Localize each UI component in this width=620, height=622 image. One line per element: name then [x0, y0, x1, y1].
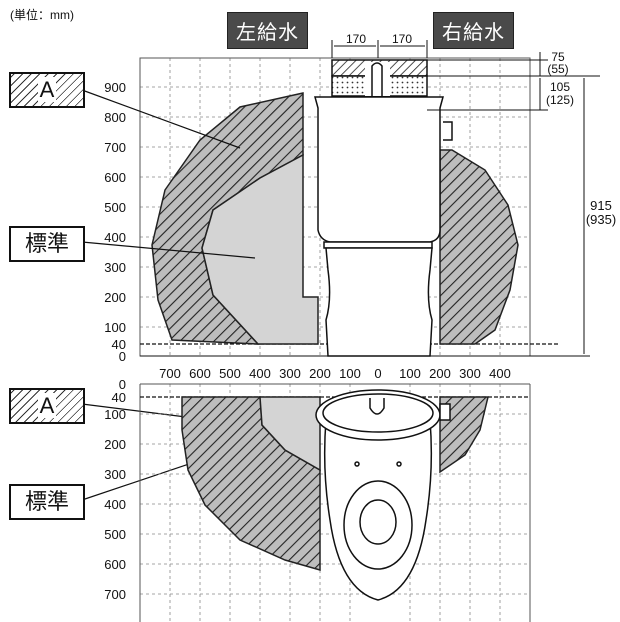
bottom-x-tick: 300: [459, 366, 481, 381]
bottom-y-tick: 400: [104, 497, 126, 512]
bottom-y-tick: 700: [104, 587, 126, 602]
top-y-tick: 700: [104, 140, 126, 155]
dim-mid: 105: [549, 80, 571, 94]
callout-a-top: A: [9, 72, 85, 108]
bottom-y-tick: 0: [118, 377, 126, 392]
top-y-tick: 900: [104, 80, 126, 95]
top-dimensions: [331, 40, 600, 354]
top-y-tick: 600: [104, 170, 126, 185]
bottom-x-tick: 100: [399, 366, 421, 381]
bottom-y-tick: 100: [104, 407, 126, 422]
bottom-x-tick: 500: [219, 366, 241, 381]
right-supply-label: 右給水: [433, 12, 514, 49]
width-right-label: 170: [391, 32, 413, 46]
dim-total-alt: (935): [585, 212, 617, 227]
bottom-x-tick: 700: [159, 366, 181, 381]
bottom-x-tick: 300: [279, 366, 301, 381]
toilet-bottom: [315, 389, 451, 601]
top-y-tick: 40: [111, 337, 126, 352]
standard-area-left: [201, 153, 319, 345]
top-y-tick: 500: [104, 200, 126, 215]
top-y-tick: 800: [104, 110, 126, 125]
callout-standard-bottom: 標準: [9, 484, 85, 520]
bottom-x-tick: 600: [189, 366, 211, 381]
bottom-x-tick: 200: [429, 366, 451, 381]
callout-standard-top: 標準: [9, 226, 85, 262]
bottom-y-tick: 600: [104, 557, 126, 572]
top-y-tick: 100: [104, 320, 126, 335]
bottom-x-tick: 400: [489, 366, 511, 381]
top-y-tick: 300: [104, 260, 126, 275]
dim-total: 915: [590, 198, 612, 213]
width-left-label: 170: [345, 32, 367, 46]
callout-a-bottom: A: [9, 388, 85, 424]
bottom-x-tick: 100: [339, 366, 361, 381]
dim-top: 75: [551, 50, 565, 64]
standard-area-bottom: [259, 396, 321, 472]
bottom-x-tick: 200: [309, 366, 331, 381]
dim-mid-alt: (125): [545, 93, 574, 107]
top-y-tick: 0: [118, 349, 126, 364]
dim-top-alt: (55): [547, 62, 569, 76]
bottom-y-tick: 500: [104, 527, 126, 542]
unit-label: (単位：mm): [10, 8, 74, 22]
bottom-x-tick: 400: [249, 366, 271, 381]
top-y-tick: 200: [104, 290, 126, 305]
bottom-y-tick: 40: [111, 390, 126, 405]
toilet-top: [314, 59, 453, 357]
area-a-right: [439, 149, 519, 345]
area-a-bottom-right: [439, 396, 489, 474]
top-y-tick: 400: [104, 230, 126, 245]
left-supply-label: 左給水: [227, 12, 308, 49]
bottom-y-tick: 300: [104, 467, 126, 482]
bottom-y-tick: 200: [104, 437, 126, 452]
bottom-x-tick: 0: [374, 366, 382, 381]
